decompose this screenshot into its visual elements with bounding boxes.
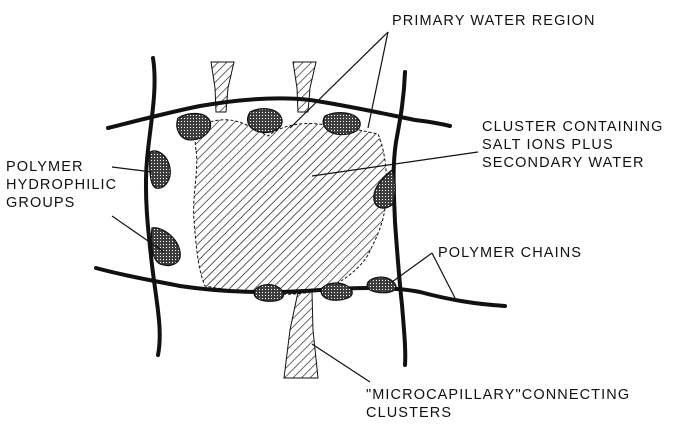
label-hydrophilic-line2: HYDROPHILIC [6, 176, 117, 194]
label-hydrophilic-line1: POLYMER [6, 158, 117, 176]
label-cluster-line1: CLUSTER CONTAINING [482, 118, 663, 136]
hydrophilic-group-left-upper [150, 151, 171, 188]
hydrophilic-group-bottom-right [367, 277, 396, 293]
hydrophilic-group-top-mid [248, 109, 282, 133]
label-hydrophilic-line3: GROUPS [6, 194, 117, 212]
microcapillary-bottom [284, 292, 318, 378]
label-cluster-line3: SECONDARY WATER [482, 154, 663, 172]
label-microcapillary-line1: "MICROCAPILLARY"CONNECTING [366, 386, 630, 404]
leader-microcapillary [312, 344, 370, 382]
hydrophilic-group-top-right [323, 113, 360, 135]
hydrophilic-group-bottom-mid [321, 283, 352, 300]
label-cluster-line2: SALT IONS PLUS [482, 136, 663, 154]
polymer-chain-left [146, 58, 160, 355]
label-microcapillary: "MICROCAPILLARY"CONNECTING CLUSTERS [366, 386, 630, 422]
label-hydrophilic-groups: POLYMER HYDROPHILIC GROUPS [6, 158, 117, 212]
label-polymer-chains: POLYMER CHAINS [438, 244, 582, 262]
central-cluster [194, 120, 387, 295]
label-microcapillary-line2: CLUSTERS [366, 404, 630, 422]
hydrophilic-group-bottom-left [254, 285, 283, 302]
label-cluster: CLUSTER CONTAINING SALT IONS PLUS SECOND… [482, 118, 663, 172]
microcapillary-top-right [293, 62, 316, 112]
label-primary-water-region: PRIMARY WATER REGION [392, 12, 596, 30]
